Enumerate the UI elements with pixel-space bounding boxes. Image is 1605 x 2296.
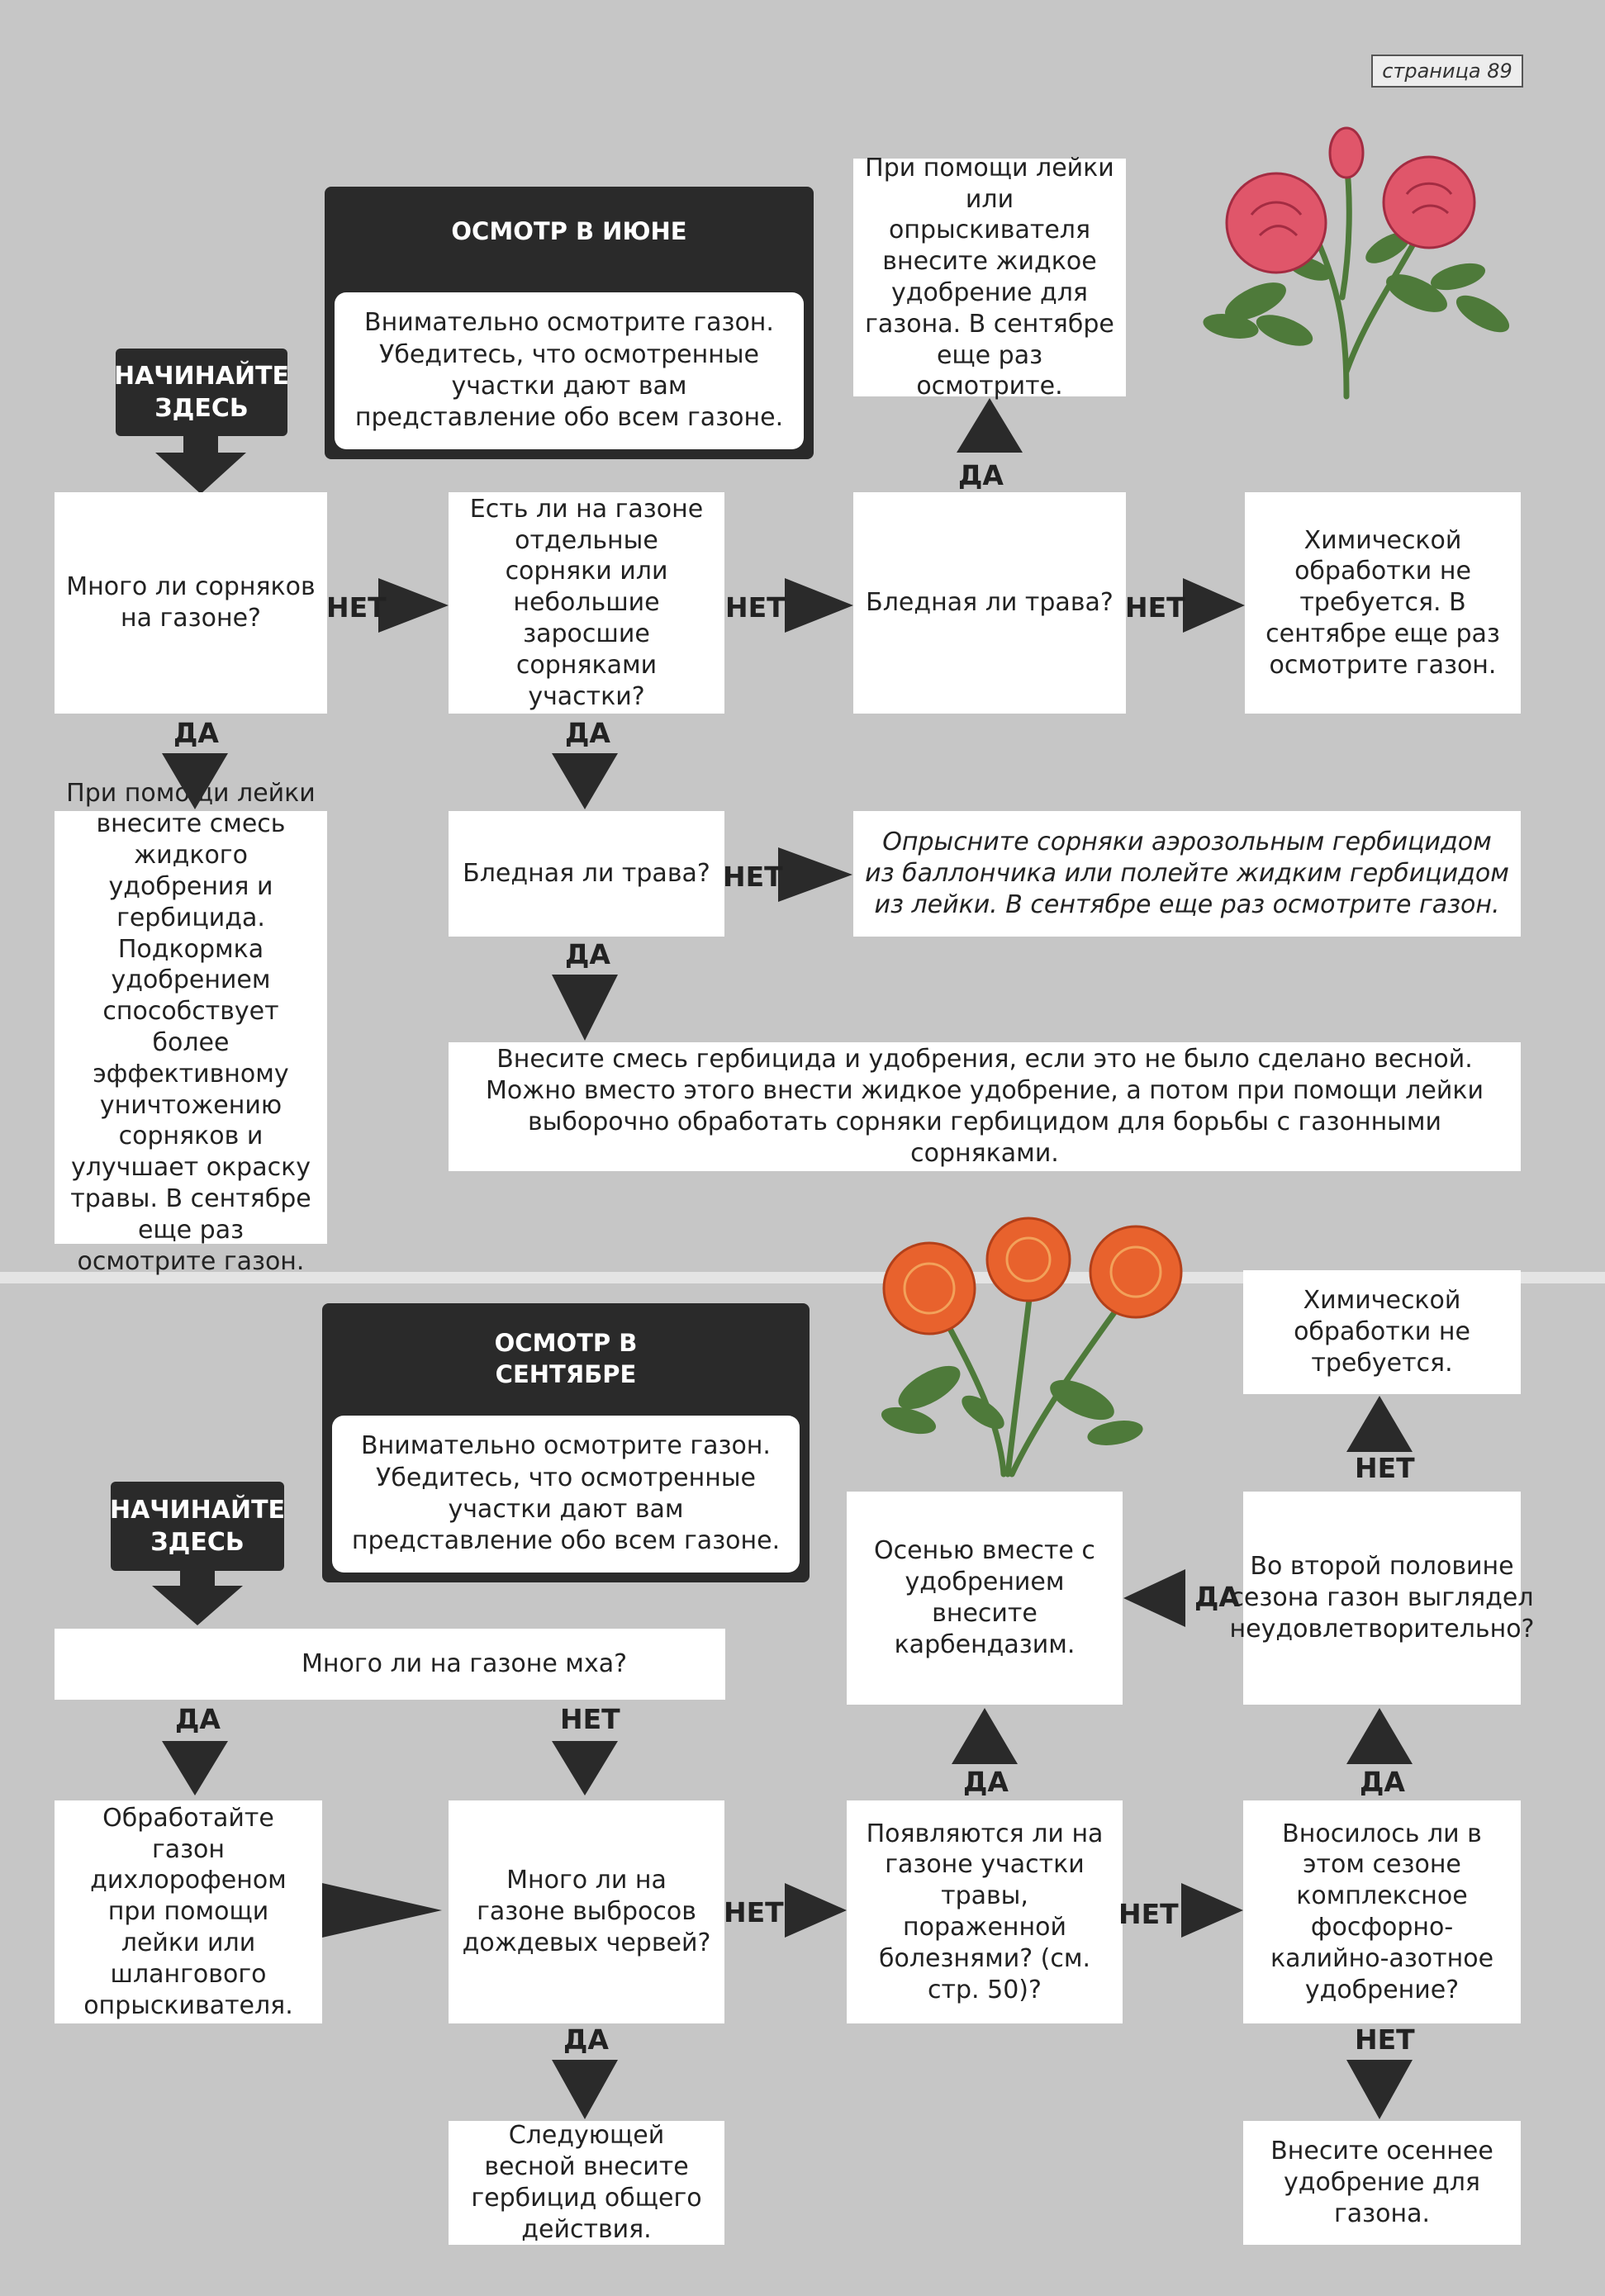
label-no: НЕТ xyxy=(724,1896,784,1928)
aster-illustration xyxy=(881,1217,1183,1478)
label-no: НЕТ xyxy=(326,591,387,624)
arrow-right-icon xyxy=(1183,578,1245,633)
arrow-down-icon xyxy=(162,1741,228,1796)
september-q-complex-fert: Вносилось ли в этом сезоне комплексное ф… xyxy=(1243,1800,1521,2023)
label-yes: ДА xyxy=(565,938,610,970)
june-a-spray: Опрысните сорняки аэрозольным гербицидом… xyxy=(853,811,1521,937)
june-a-liquid-fert: При помощи лейки или опрыскивателя внеси… xyxy=(853,154,1126,401)
september-q-worms: Много ли на газоне выбросов дождевых чер… xyxy=(449,1800,724,2023)
september-a-no-chem: Химической обработки не требуется. xyxy=(1243,1270,1521,1394)
june-a-no-chem: Химической обработки не требуется. В сен… xyxy=(1245,492,1521,714)
label-no: НЕТ xyxy=(1125,591,1185,624)
label-yes: ДА xyxy=(958,459,1004,491)
page-number-label: страница 89 xyxy=(1371,55,1523,88)
june-q-weeds: Много ли сорняков на газоне? xyxy=(55,492,327,714)
arrow-down-icon xyxy=(552,975,618,1041)
arrow-right-icon xyxy=(378,578,449,633)
arrow-right-icon xyxy=(785,1883,847,1938)
june-a-herb-fert: Внесите смесь гербицида и удобрения, есл… xyxy=(449,1042,1521,1171)
arrow-right-icon xyxy=(322,1883,442,1938)
june-header-title: ОСМОТР В ИЮНЕ xyxy=(451,217,687,245)
september-q-moss: Много ли на газоне мха? xyxy=(55,1629,725,1700)
arrow-down-icon xyxy=(552,1741,618,1796)
june-header-panel: ОСМОТР В ИЮНЕ Внимательно осмотрите газо… xyxy=(325,187,814,459)
september-a-dichlorophen: Обработайте газон дихлорофеном при помощ… xyxy=(55,1800,322,2023)
september-header-title: ОСМОТР В СЕНТЯБРЕ xyxy=(494,1329,638,1388)
label-yes: ДА xyxy=(565,717,610,749)
section-divider xyxy=(0,1272,1605,1283)
arrow-down-icon xyxy=(552,753,618,809)
september-q-disease: Появляются ли на газоне участки травы, п… xyxy=(847,1800,1123,2023)
arrow-up-icon xyxy=(1346,1708,1413,1764)
label-no: НЕТ xyxy=(725,591,786,624)
rose-illustration xyxy=(1203,126,1510,400)
september-header-panel: ОСМОТР В СЕНТЯБРЕ Внимательно осмотрите … xyxy=(322,1303,810,1582)
june-q-pale-top: Бледная ли трава? xyxy=(853,492,1126,714)
arrow-up-icon xyxy=(957,398,1023,453)
arrow-right-icon xyxy=(1181,1883,1243,1938)
arrow-up-icon xyxy=(952,1708,1018,1764)
june-q-pale-mid: Бледная ли трава? xyxy=(449,811,724,937)
label-yes: ДА xyxy=(563,2023,609,2056)
label-yes: ДА xyxy=(1360,1766,1405,1798)
label-yes: ДА xyxy=(173,717,219,749)
arrow-down-icon xyxy=(1346,2060,1413,2119)
label-yes: ДА xyxy=(1194,1581,1240,1613)
label-no: НЕТ xyxy=(560,1703,620,1735)
label-no: НЕТ xyxy=(1355,1452,1415,1484)
june-header-text: Внимательно осмотрите газон. Убедитесь, … xyxy=(335,292,804,449)
september-q-second-half: Во второй половине сезона газон выглядел… xyxy=(1230,1492,1534,1705)
arrow-down-icon xyxy=(155,436,246,494)
arrow-up-icon xyxy=(1346,1396,1413,1452)
label-yes: ДА xyxy=(963,1766,1009,1798)
arrow-down-icon xyxy=(152,1571,243,1625)
september-start-label: НАЧИНАЙТЕ ЗДЕСЬ xyxy=(110,1482,285,1571)
arrow-left-icon xyxy=(1123,1569,1185,1627)
arrow-right-icon xyxy=(778,847,852,902)
september-a-herbicide-spring: Следующей весной внесите гербицид общего… xyxy=(449,2121,724,2245)
label-yes: ДА xyxy=(175,1703,221,1735)
june-q-single-weeds: Есть ли на газоне отдельные сорняки или … xyxy=(449,492,724,714)
june-a-mix: При помощи лейки внесите смесь жидкого у… xyxy=(55,779,327,1276)
arrow-right-icon xyxy=(785,578,853,633)
label-no: НЕТ xyxy=(1355,2023,1415,2056)
june-start-label: НАЧИНАЙТЕ ЗДЕСЬ xyxy=(114,349,289,436)
arrow-down-icon xyxy=(162,753,228,809)
september-a-carbendazim: Осенью вместе с удобрением внесите карбе… xyxy=(847,1492,1123,1705)
september-a-autumn-fert: Внесите осеннее удобрение для газона. xyxy=(1243,2121,1521,2245)
label-no: НЕТ xyxy=(723,861,783,893)
label-no: НЕТ xyxy=(1118,1898,1179,1930)
arrow-down-icon xyxy=(552,2060,618,2119)
september-header-text: Внимательно осмотрите газон. Убедитесь, … xyxy=(332,1416,800,1573)
